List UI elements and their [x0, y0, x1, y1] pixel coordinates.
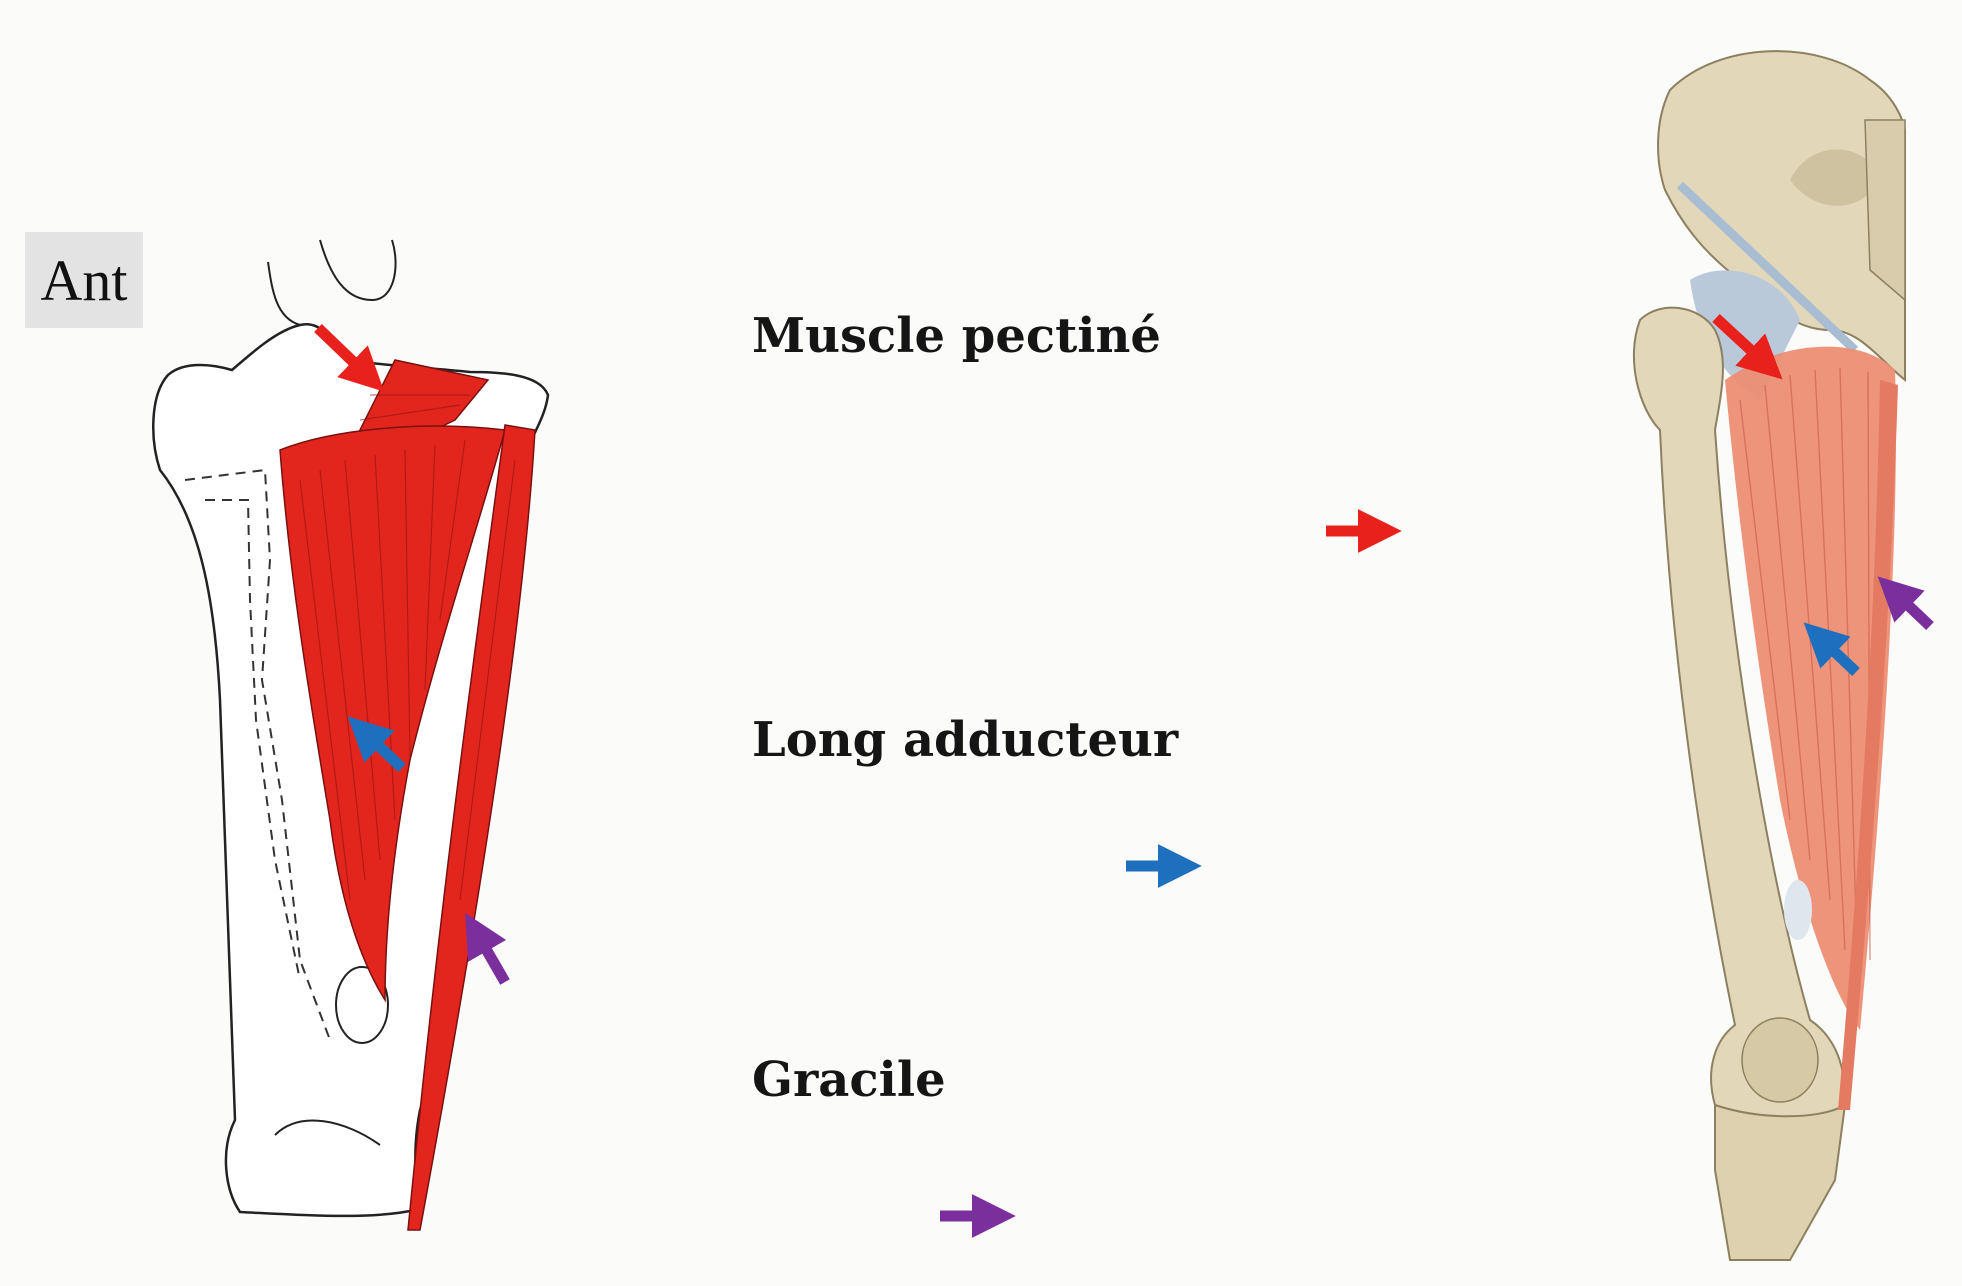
left-arrow-pectine [314, 324, 385, 392]
left-muscles [279, 359, 536, 1231]
label-gracile: Gracile [752, 1052, 946, 1108]
right-arrow-pectine [1712, 313, 1783, 380]
label-pectine: Muscle pectiné [752, 308, 1161, 364]
right-thigh-illustration [1632, 50, 1906, 1261]
label-long-adducteur: Long adducteur [752, 712, 1179, 768]
left-arrow-gracile [465, 912, 510, 985]
right-arrow-long-adducteur [1803, 622, 1860, 676]
right-arrow-gracile [1877, 576, 1934, 630]
left-arrow-long-adducteur [347, 716, 406, 772]
view-orientation-tag: Ant [25, 232, 143, 328]
